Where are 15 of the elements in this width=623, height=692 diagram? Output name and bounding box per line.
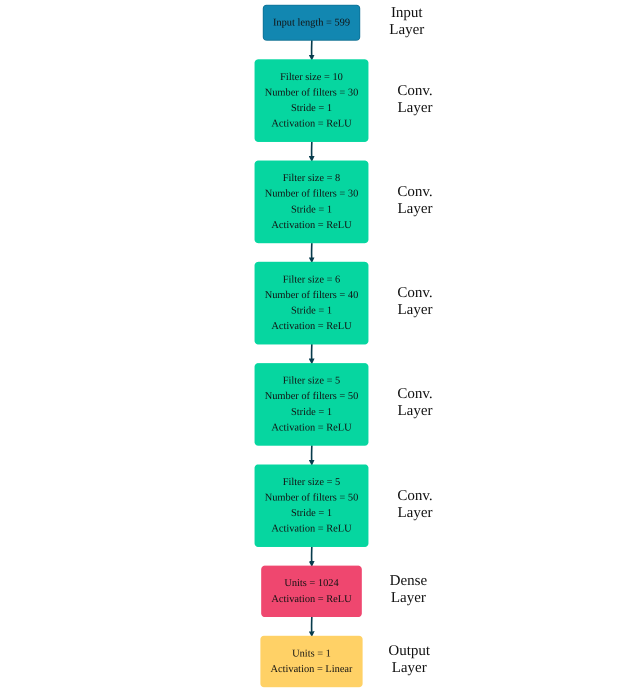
layer-label: Conv. Layer	[396, 285, 434, 320]
arrow	[308, 546, 314, 567]
arrow	[308, 617, 314, 637]
layer-label: Dense Layer	[388, 573, 428, 608]
layer-label: Conv. Layer	[396, 82, 434, 117]
arrow	[308, 344, 314, 364]
arrow	[308, 446, 314, 466]
arrow	[308, 243, 314, 263]
arrow	[308, 40, 314, 60]
layer-label: Conv. Layer	[396, 386, 434, 420]
layer-label: Conv. Layer	[396, 184, 434, 218]
layer-label: Output Layer	[387, 643, 432, 678]
layer-label: Conv. Layer	[396, 488, 434, 522]
arrow	[308, 142, 314, 162]
layer-label: Input Layer	[388, 4, 426, 39]
